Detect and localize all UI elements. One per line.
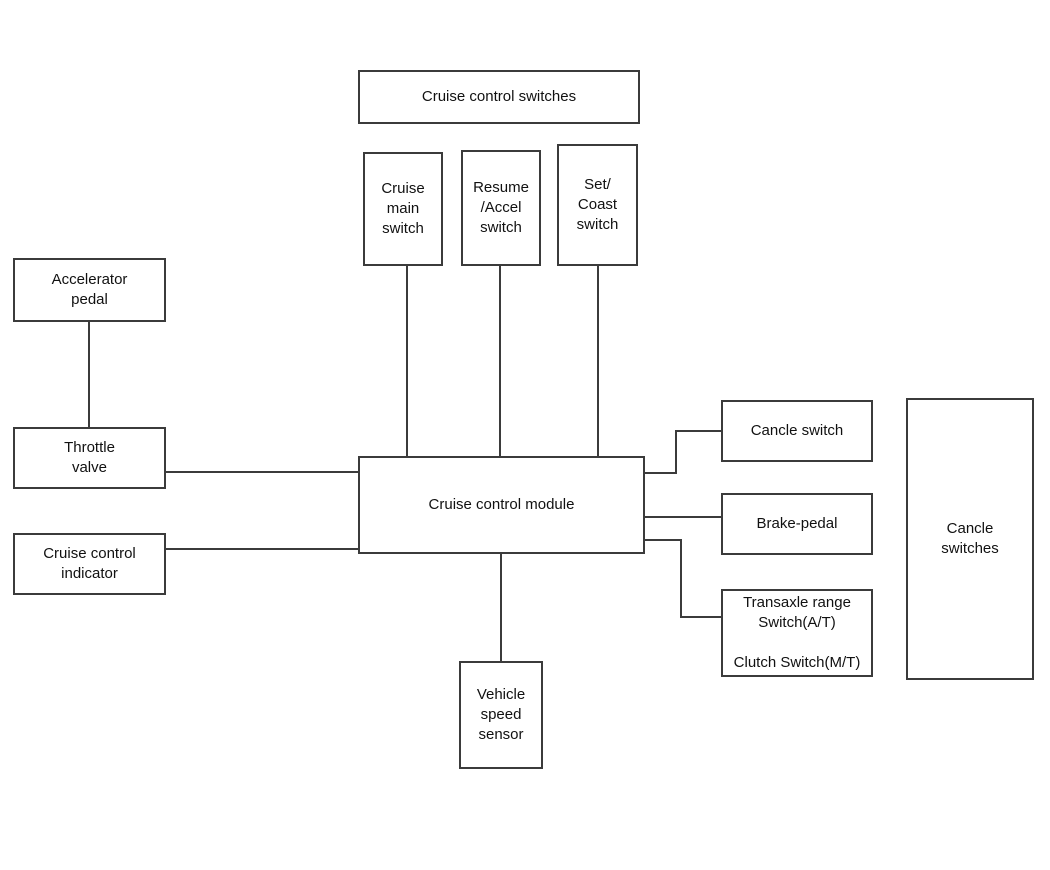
node-label-throttle-valve: Throttle valve <box>64 439 115 476</box>
node-transaxle-clutch-switch[interactable]: Transaxle range Switch(A/T) Clutch Switc… <box>721 589 873 677</box>
node-label-accelerator-pedal: Accelerator pedal <box>51 271 128 308</box>
wire-module-to-cancle-switch <box>645 430 721 474</box>
node-cruise-main-switch[interactable]: Cruise main switch <box>363 152 443 266</box>
node-brake-pedal[interactable]: Brake-pedal <box>721 493 873 555</box>
node-label-resume-accel-switch: Resume /Accel switch <box>473 179 529 236</box>
node-label-vehicle-speed-sensor: Vehicle speed sensor <box>476 686 526 743</box>
node-label-set-coast-switch: Set/ Coast switch <box>576 176 619 233</box>
node-resume-accel-switch[interactable]: Resume /Accel switch <box>461 150 541 266</box>
node-set-coast-switch[interactable]: Set/ Coast switch <box>557 144 638 266</box>
node-label-cruise-control-switches: Cruise control switches <box>421 88 577 106</box>
node-label-cancle-switches-group: Cancle switches <box>941 520 999 557</box>
node-cruise-control-indicator[interactable]: Cruise control indicator <box>13 533 166 595</box>
node-cruise-control-switches[interactable]: Cruise control switches <box>358 70 640 124</box>
node-label-cruise-main-switch: Cruise main switch <box>381 180 425 237</box>
node-accelerator-pedal[interactable]: Accelerator pedal <box>13 258 166 322</box>
node-label-brake-pedal: Brake-pedal <box>756 515 838 533</box>
node-cancle-switch[interactable]: Cancle switch <box>721 400 873 462</box>
node-label-cancle-switch: Cancle switch <box>750 422 844 440</box>
node-label-transaxle-clutch-switch: Transaxle range Switch(A/T) Clutch Switc… <box>733 594 861 671</box>
node-label-cruise-control-module: Cruise control module <box>428 496 575 514</box>
node-throttle-valve[interactable]: Throttle valve <box>13 427 166 489</box>
node-label-cruise-control-indicator: Cruise control indicator <box>43 545 136 582</box>
node-cancle-switches-group[interactable]: Cancle switches <box>906 398 1034 680</box>
node-vehicle-speed-sensor[interactable]: Vehicle speed sensor <box>459 661 543 769</box>
wire-module-to-transaxle-switch <box>645 539 721 618</box>
node-cruise-control-module[interactable]: Cruise control module <box>358 456 645 554</box>
